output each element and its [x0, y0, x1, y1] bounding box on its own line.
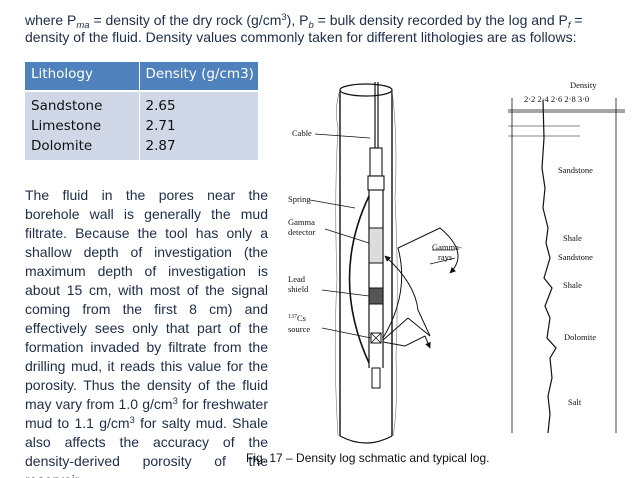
logging-tool	[367, 147, 385, 389]
body-text-2: for freshwater mud to 1.1 g/cm	[25, 396, 268, 431]
label-spring: Spring	[288, 194, 311, 204]
subscript-b: b	[308, 20, 314, 31]
lithology-density-table: Lithology Density (g/cm3) Sandstone Lime…	[25, 62, 258, 160]
table-header-row: Lithology Density (g/cm3)	[25, 62, 258, 91]
superscript-3: 3	[281, 12, 287, 23]
label-lead-shield-1: Lead	[288, 274, 306, 284]
density-log-track: Density 2·2 2·4 2·6 2·8 3·0 Sandstone Sh…	[508, 80, 625, 434]
lithology-limestone: Limestone	[31, 118, 102, 134]
label-source-word: source	[288, 324, 310, 334]
figure-drawing: Cable Spring Gamma detector Lead shield …	[288, 80, 625, 444]
density-dolomite: 2.87	[145, 138, 176, 154]
body-sup-2: 3	[129, 415, 135, 426]
header-lithology: Lithology	[25, 62, 140, 91]
label-cable: Cable	[292, 128, 312, 138]
subscript-ma: ma	[76, 20, 90, 31]
label-gamma-rays-1: Gamma-	[432, 242, 462, 252]
label-lead-shield-2: shield	[288, 284, 309, 294]
figure-caption: Fig. 17 – Density log schmatic and typic…	[246, 451, 490, 465]
density-sandstone: 2.65	[145, 98, 176, 114]
log-label-shale-1: Shale	[563, 233, 582, 243]
density-limestone: 2.71	[145, 118, 176, 134]
log-label-shale-2: Shale	[563, 280, 582, 290]
intro-paragraph: where Pma = density of the dry rock (g/c…	[25, 12, 625, 46]
cable	[374, 82, 379, 148]
subscript-f: f	[567, 20, 571, 31]
spring	[348, 195, 370, 364]
intro-text-2: = density of the dry rock (g/cm	[89, 12, 282, 28]
cell-density: 2.65 2.71 2.87	[139, 90, 258, 160]
lithology-dolomite: Dolomite	[31, 138, 93, 154]
body-text-3: for salty mud. Shale also affects the ac…	[25, 415, 268, 478]
table-row: Sandstone Limestone Dolomite 2.65 2.71 2…	[25, 90, 258, 160]
label-gamma-rays-2: rays	[438, 252, 452, 262]
label-source-element: Cs	[297, 313, 306, 323]
label-source-mass: 137	[288, 314, 297, 320]
label-gamma-detector-1: Gamma	[288, 217, 315, 227]
body-paragraph: The fluid in the pores near the borehole…	[25, 186, 268, 478]
intro-text-1: where P	[25, 12, 77, 28]
gamma-ray-paths	[382, 227, 459, 349]
body-text-1: The fluid in the pores near the borehole…	[25, 187, 268, 412]
cell-lithology: Sandstone Limestone Dolomite	[25, 90, 140, 160]
log-label-sandstone-1: Sandstone	[558, 165, 593, 175]
header-density: Density (g/cm3)	[139, 62, 258, 91]
density-log-figure: Cable Spring Gamma detector Lead shield …	[280, 78, 630, 458]
log-label-dolomite: Dolomite	[564, 332, 596, 342]
lithology-sandstone: Sandstone	[31, 98, 103, 114]
leader-lines	[309, 133, 456, 339]
intro-text-3: ), P	[286, 12, 309, 28]
log-title: Density	[570, 80, 597, 90]
body-sup-1: 3	[172, 396, 178, 407]
intro-text-4: = bulk density recorded by the log and P	[313, 12, 568, 28]
log-label-salt: Salt	[568, 397, 582, 407]
log-curve	[541, 99, 557, 434]
log-scale-ticks: 2·2 2·4 2·6 2·8 3·0	[524, 94, 589, 104]
label-source-isotope: 137Cs	[288, 313, 306, 323]
intro-text-5: = density of the fluid. Density values c…	[25, 12, 583, 45]
label-gamma-detector-2: detector	[288, 227, 316, 237]
log-label-sandstone-2: Sandstone	[558, 252, 593, 262]
